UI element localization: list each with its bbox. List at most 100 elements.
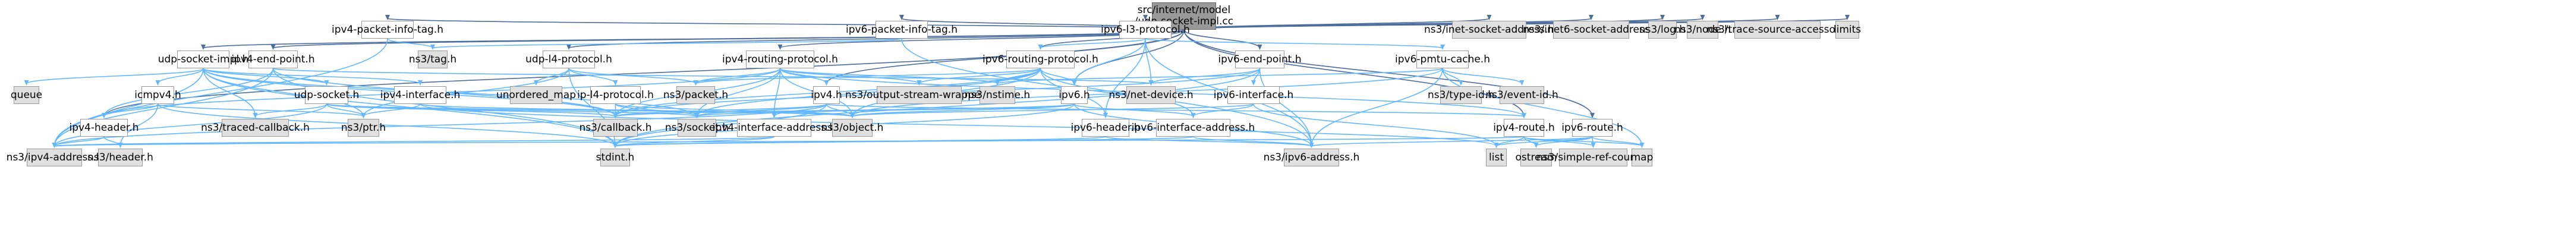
include-edge-arrowhead xyxy=(1038,45,1043,50)
include-node-ostream[interactable]: ostream xyxy=(1516,149,1557,166)
include-edge-arrowhead xyxy=(52,143,57,148)
include-edge-icmpv4-h-to-stdint xyxy=(157,103,616,147)
include-node-object[interactable]: ns3/object.h xyxy=(821,119,883,137)
include-node-ipv6-end-point-h[interactable]: ipv6-end-point.h xyxy=(1218,51,1302,68)
include-node-inet6-socket-address[interactable]: ns3/inet6-socket-address.h xyxy=(1523,21,1659,39)
include-node-ipv6-address[interactable]: ns3/ipv6-address.h xyxy=(1264,149,1359,166)
include-node-header[interactable]: ns3/header.h xyxy=(87,149,153,166)
include-edge-arrowhead xyxy=(995,80,1000,86)
include-edge-root-to-ipv6-route-h xyxy=(1183,29,1593,117)
include-node-output-stream-wrapper[interactable]: ns3/output-stream-wrapper.h xyxy=(845,86,993,104)
include-node-ipv6-packet-info-tag-h[interactable]: ipv6-packet-info-tag.h xyxy=(846,21,958,39)
include-node-node[interactable]: ns3/node.h xyxy=(1674,21,1731,39)
include-node-ipv4-address[interactable]: ns3/ipv4-address.h xyxy=(7,149,102,166)
include-node-ipv4-header-h[interactable]: ipv4-header.h xyxy=(69,119,139,137)
include-edge-arrowhead xyxy=(1309,143,1314,148)
include-edge-arrowhead xyxy=(1845,15,1850,20)
include-edge-root-to-ipv6-routing-protocol-h xyxy=(1040,29,1185,49)
include-node-udp-l4-protocol-h[interactable]: udp-l4-protocol.h xyxy=(525,51,612,68)
include-edge-arrowhead xyxy=(430,45,435,50)
include-node-ipv4-interface-h[interactable]: ipv4-interface.h xyxy=(380,86,460,104)
include-edge-ipv6-packet-info-tag-h-to-tag xyxy=(432,38,902,49)
include-edge-arrowhead xyxy=(613,80,618,86)
include-edge-ipv6-h-to-ipv6-interface-address-h xyxy=(1073,103,1194,117)
include-edge-ipv6-pmtu-cache-h-to-nstime xyxy=(997,68,1443,84)
include-node-net-device[interactable]: ns3/net-device.h xyxy=(1109,86,1193,104)
include-edge-arrowhead xyxy=(1257,45,1262,50)
include-node-type-id[interactable]: ns3/type-id.h xyxy=(1428,86,1494,104)
include-node-packet[interactable]: ns3/packet.h xyxy=(663,86,728,104)
include-edge-ipv4-end-point-h-to-ipv4-header-h xyxy=(103,68,274,117)
include-node-ipv6-interface-address-h[interactable]: ipv6-interface-address.h xyxy=(1132,119,1255,137)
include-node-ipv4-packet-info-tag-h[interactable]: ipv4-packet-info-tag.h xyxy=(332,21,443,39)
include-edge-ipv4-route-h-to-ipv4-address xyxy=(53,136,1525,147)
include-node-ipv6-l3-protocol-h[interactable]: ipv6-l3-protocol.h xyxy=(1101,21,1190,39)
include-node-ipv4-end-point-h[interactable]: ipv4-end-point.h xyxy=(231,51,315,68)
include-edge-arrowhead xyxy=(385,15,390,20)
include-edge-udp-socket-impl-h-to-ipv4-address xyxy=(53,68,204,147)
include-node-tag[interactable]: ns3/tag.h xyxy=(409,51,456,68)
include-edge-root-to-ipv6-end-point-h xyxy=(1183,29,1261,49)
include-edge-ipv4-end-point-h-to-ipv4-address xyxy=(53,68,274,147)
include-node-nstime[interactable]: ns3/nstime.h xyxy=(965,86,1030,104)
include-node-inet-socket-address[interactable]: ns3/inet-socket-address.h xyxy=(1424,21,1554,39)
include-edge-ipv6-routing-protocol-h-to-socket xyxy=(696,68,1041,117)
include-node-stdint[interactable]: stdint.h xyxy=(596,149,634,166)
include-edge-arrowhead xyxy=(694,113,700,118)
include-edge-ipv4-interface-h-to-ptr xyxy=(363,103,421,117)
include-node-list[interactable]: list xyxy=(1486,149,1507,166)
include-edge-arrowhead xyxy=(1440,45,1445,50)
include-edge-ipv6-route-h-to-ostream xyxy=(1535,136,1593,147)
include-node-ip-l4-protocol-h[interactable]: ip-l4-protocol.h xyxy=(577,86,654,104)
include-node-limits[interactable]: limits xyxy=(1834,21,1861,39)
include-node-ipv6-interface-h[interactable]: ipv6-interface.h xyxy=(1214,86,1293,104)
include-node-udp-socket-impl-h[interactable]: udp-socket-impl.h xyxy=(158,51,248,68)
include-node-callback[interactable]: ns3/callback.h xyxy=(580,119,651,137)
include-node-map[interactable]: map xyxy=(1631,149,1653,166)
include-node-udp-socket-h[interactable]: udp-socket.h xyxy=(294,86,359,104)
include-node-simple-ref-count[interactable]: ns3/simple-ref-count.h xyxy=(1536,149,1650,166)
include-edge-ipv6-routing-protocol-h-to-ipv6-h xyxy=(1040,68,1075,84)
include-edge-arrowhead xyxy=(1591,143,1596,148)
include-edge-ipv6-route-h-to-ipv6-address xyxy=(1311,136,1593,147)
include-node-socket[interactable]: ns3/socket.h xyxy=(665,119,729,137)
include-edge-arrowhead xyxy=(1251,80,1256,86)
include-node-log[interactable]: ns3/log.h xyxy=(1639,21,1686,39)
include-node-traced-callback[interactable]: ns3/traced-callback.h xyxy=(201,119,310,137)
include-node-ipv6-route-h[interactable]: ipv6-route.h xyxy=(1561,119,1623,137)
include-edge-udp-socket-h-to-ipv4-address xyxy=(53,103,327,147)
include-edge-arrowhead xyxy=(1519,80,1525,86)
include-edge-udp-socket-impl-h-to-queue xyxy=(26,68,204,84)
include-node-ipv6-routing-protocol-h[interactable]: ipv6-routing-protocol.h xyxy=(982,51,1098,68)
include-node-ipv6-header-h[interactable]: ipv6-header.h xyxy=(1070,119,1141,137)
include-node-ipv4-h[interactable]: ipv4.h xyxy=(811,86,842,104)
include-node-ipv6-pmtu-cache-h[interactable]: ipv6-pmtu-cache.h xyxy=(1395,51,1490,68)
include-edge-udp-socket-impl-h-to-udp-socket-h xyxy=(203,68,327,84)
include-node-queue[interactable]: queue xyxy=(11,86,42,104)
include-edge-arrowhead xyxy=(1639,143,1645,148)
include-edge-arrowhead xyxy=(1494,143,1499,148)
include-edge-ip-l4-protocol-h-to-socket xyxy=(615,103,698,117)
include-node-icmpv4-h[interactable]: icmpv4.h xyxy=(134,86,181,104)
include-node-event-id[interactable]: ns3/event-id.h xyxy=(1485,86,1558,104)
include-edge-arrowhead xyxy=(361,113,366,118)
include-edge-ipv6-routing-protocol-h-to-packet xyxy=(695,68,1041,84)
include-edge-ipv6-h-to-object xyxy=(852,103,1075,117)
include-edge-udp-socket-h-to-traced-callback xyxy=(254,103,327,117)
include-node-ipv4-interface-address-h[interactable]: ipv4-interface-address.h xyxy=(713,119,836,137)
include-edge-arrowhead xyxy=(850,113,855,118)
include-edge-ipv6-l3-protocol-h-to-ipv6-pmtu-cache-h xyxy=(1145,38,1443,49)
include-edge-ipv4-packet-info-tag-h-to-ipv4-address xyxy=(53,38,388,147)
include-edge-ipv4-end-point-h-to-net-device xyxy=(272,68,1152,84)
include-node-trace-source-accessor[interactable]: ns3/trace-source-accessor.h xyxy=(1706,21,1848,39)
include-node-ipv6-h[interactable]: ipv6.h xyxy=(1059,86,1090,104)
include-edge-udp-socket-impl-h-to-traced-callback xyxy=(203,68,256,117)
include-edge-arrowhead xyxy=(201,45,206,50)
include-edge-icmpv4-h-to-ipv4-header-h xyxy=(103,103,159,117)
include-node-ipv4-routing-protocol-h[interactable]: ipv4-routing-protocol.h xyxy=(722,51,838,68)
include-node-ipv4-route-h[interactable]: ipv4-route.h xyxy=(1493,119,1555,137)
include-edge-arrowhead xyxy=(253,113,258,118)
include-node-ptr[interactable]: ns3/ptr.h xyxy=(341,119,386,137)
include-edge-ipv4-route-h-to-simple-ref-count xyxy=(1523,136,1594,147)
include-node-unordered-map[interactable]: unordered_map xyxy=(496,86,576,104)
